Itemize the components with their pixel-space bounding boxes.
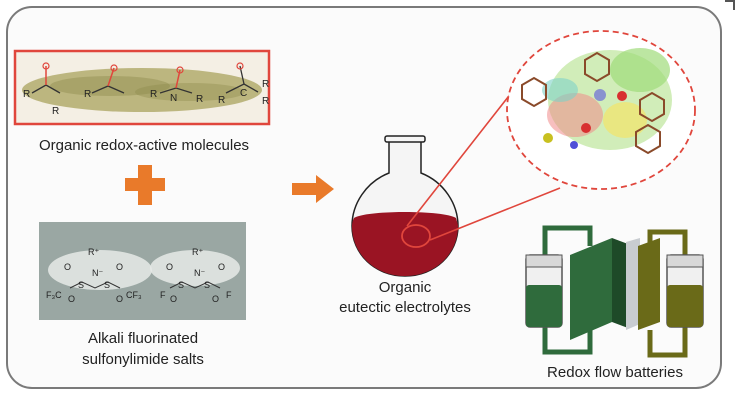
atom-label: R xyxy=(262,79,269,90)
organic-molecules-label: Organic redox-active molecules xyxy=(38,137,250,154)
corner-mark xyxy=(725,0,735,10)
plus-icon xyxy=(125,165,165,205)
battery-label: Redox flow batteries xyxy=(547,364,683,381)
salts-label-line2: sulfonylimide salts xyxy=(82,351,204,368)
atom-label: C xyxy=(240,88,247,99)
atom-label: O xyxy=(68,294,75,304)
atom-label: O xyxy=(218,262,225,272)
atom-label: R xyxy=(52,106,59,117)
electrolyte-label-line1: Organic xyxy=(378,279,432,296)
atom-label: O xyxy=(64,262,71,272)
atom-label: N⁻ xyxy=(92,268,103,278)
atom-label: S xyxy=(178,280,184,290)
atom-label: CF₃ xyxy=(126,290,142,300)
flask-icon xyxy=(351,135,459,277)
atom-label: O xyxy=(116,262,123,272)
atom-label: O xyxy=(170,294,177,304)
atom-label: R xyxy=(262,96,269,107)
atom-label: N xyxy=(170,93,177,104)
molecular-zoom-circle xyxy=(506,30,696,190)
atom-label: S xyxy=(78,280,84,290)
atom-label: S xyxy=(204,280,210,290)
atom-label: O xyxy=(116,294,123,304)
molecules-blob xyxy=(22,68,262,112)
zoom-line-top xyxy=(406,82,520,227)
atom-label: N⁻ xyxy=(194,268,205,278)
atom-label: F₃C xyxy=(46,290,62,300)
atom-label: R⁺ xyxy=(88,247,99,257)
atom-label: R xyxy=(23,89,30,100)
electrolyte-label-line2: eutectic electrolytes xyxy=(339,299,471,316)
flow-battery-icon xyxy=(525,225,704,358)
atom-label: R⁺ xyxy=(192,247,203,257)
atom-label: O xyxy=(212,294,219,304)
arrow-icon xyxy=(292,175,334,203)
atom-label: R xyxy=(84,89,91,100)
atom-label: O xyxy=(166,262,173,272)
atom-label: R xyxy=(196,94,203,105)
zoom-line-bottom xyxy=(429,187,561,241)
atom-label: F xyxy=(160,290,166,300)
atom-label: F xyxy=(226,290,232,300)
salts-label-line1: Alkali fluorinated xyxy=(87,330,199,347)
organic-molecules-panel: R R R R R R C R R N xyxy=(13,49,271,126)
atom-label: S xyxy=(104,280,110,290)
salts-panel: R⁺ R⁺ N⁻ N⁻ O O O O O O O O S S S S F₃C … xyxy=(39,222,246,320)
atom-label: R xyxy=(150,89,157,100)
atom-label: R xyxy=(218,95,225,106)
